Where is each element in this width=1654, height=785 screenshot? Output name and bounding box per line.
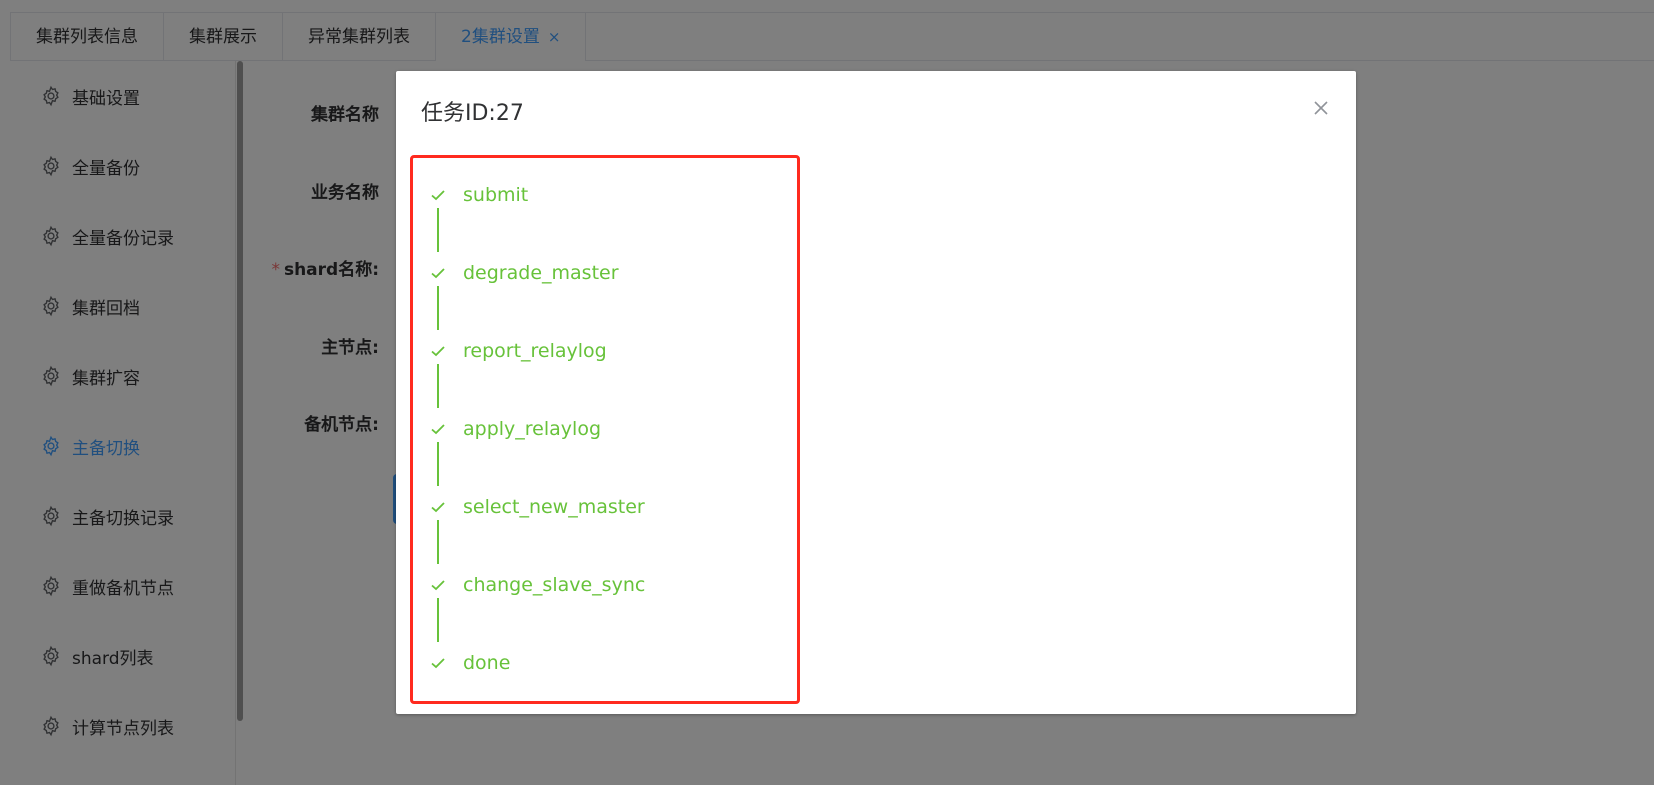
step-item: change_slave_sync	[429, 570, 645, 600]
step-label: apply_relaylog	[463, 418, 602, 440]
check-icon	[429, 342, 447, 360]
step-item: done	[429, 648, 510, 678]
check-icon	[429, 498, 447, 516]
step-item: degrade_master	[429, 258, 619, 288]
step-label: submit	[463, 184, 529, 206]
step-item: select_new_master	[429, 492, 645, 522]
check-icon	[429, 264, 447, 282]
step-connector	[437, 442, 439, 486]
step-label: report_relaylog	[463, 340, 607, 362]
step-connector	[437, 286, 439, 330]
step-label: change_slave_sync	[463, 574, 646, 596]
step-connector	[437, 364, 439, 408]
step-label: select_new_master	[463, 496, 645, 518]
dialog-title: 任务ID:27	[421, 101, 524, 126]
step-item: submit	[429, 180, 528, 210]
step-label: done	[463, 652, 511, 674]
check-icon	[429, 420, 447, 438]
step-connector	[437, 520, 439, 564]
step-connector	[437, 208, 439, 252]
check-icon	[429, 576, 447, 594]
step-connector	[437, 598, 439, 642]
check-icon	[429, 186, 447, 204]
check-icon	[429, 654, 447, 672]
task-dialog: 任务ID:27 submit degrade_master report_relay…	[396, 71, 1356, 714]
step-item: apply_relaylog	[429, 414, 601, 444]
step-label: degrade_master	[463, 262, 619, 284]
step-item: report_relaylog	[429, 336, 607, 366]
close-icon[interactable]	[1312, 99, 1330, 117]
